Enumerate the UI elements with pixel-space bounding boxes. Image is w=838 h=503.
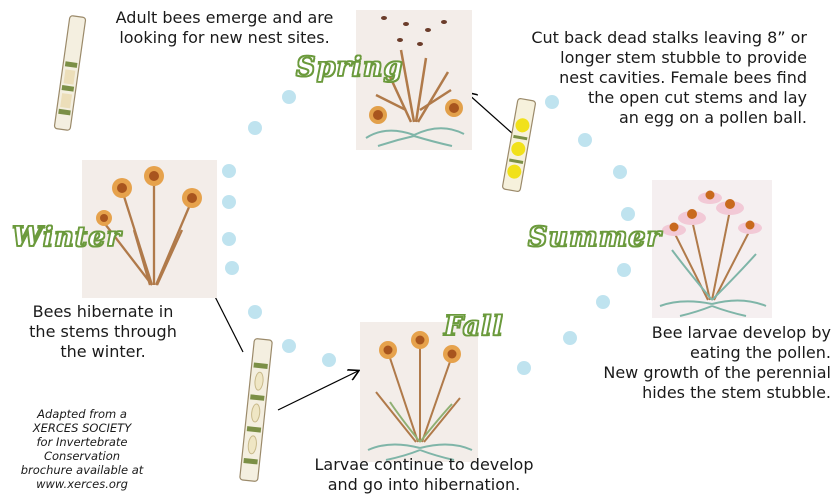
fall-plant-image bbox=[360, 322, 478, 462]
cycle-dot bbox=[222, 164, 236, 178]
arrow-to-fall bbox=[278, 371, 358, 410]
summer-plant-image bbox=[652, 180, 772, 318]
caption-summer: Bee larvae develop by eating the pollen.… bbox=[548, 323, 831, 403]
cycle-dot bbox=[222, 195, 236, 209]
caption-spring-adults: Adult bees emerge and are looking for ne… bbox=[92, 8, 357, 48]
nest-stem-tube-larvae bbox=[236, 335, 276, 485]
cycle-dot bbox=[248, 121, 262, 135]
caption-spring-cut-text: Cut back dead stalks leaving 8” or longe… bbox=[490, 28, 835, 128]
season-label-winter: Winter bbox=[12, 222, 122, 253]
cycle-dot bbox=[322, 353, 336, 367]
cycle-dot bbox=[282, 339, 296, 353]
source-credit: Adapted from a XERCES SOCIETY for Invert… bbox=[12, 407, 152, 491]
cycle-dot bbox=[596, 295, 610, 309]
cycle-dot bbox=[613, 165, 627, 179]
cycle-dot bbox=[617, 263, 631, 277]
cycle-dot bbox=[621, 207, 635, 221]
season-label-summer: Summer bbox=[528, 222, 662, 253]
caption-fall: Larvae continue to develop and go into h… bbox=[290, 455, 558, 495]
season-label-spring: Spring bbox=[296, 52, 403, 83]
caption-spring-cut: Cut back dead stalks leaving 8” or longe… bbox=[490, 8, 835, 148]
nest-stem-tube-empty bbox=[50, 12, 90, 134]
cycle-dot bbox=[517, 361, 531, 375]
cycle-dot bbox=[282, 90, 296, 104]
cycle-dot bbox=[222, 232, 236, 246]
cycle-dot bbox=[248, 305, 262, 319]
caption-winter: Bees hibernate in the stems through the … bbox=[8, 302, 198, 362]
cycle-dot bbox=[225, 261, 239, 275]
season-label-fall: Fall bbox=[444, 311, 504, 342]
